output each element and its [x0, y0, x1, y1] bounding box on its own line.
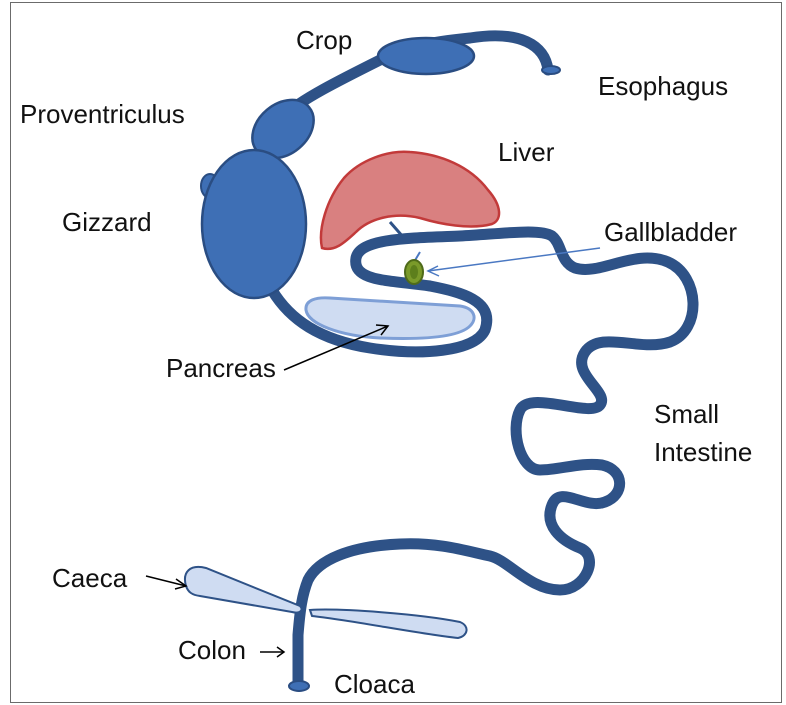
crop-organ — [378, 38, 474, 74]
label-caeca: Caeca — [52, 562, 127, 594]
esophagus-end — [542, 66, 560, 74]
label-intestine: Intestine — [654, 436, 752, 468]
label-esophagus: Esophagus — [598, 70, 728, 102]
label-gallbladder: Gallbladder — [604, 216, 737, 248]
label-small: Small — [654, 398, 719, 430]
cloaca-end — [289, 681, 309, 691]
gallbladder-highlight — [410, 265, 418, 279]
label-proventriculus: Proventriculus — [20, 98, 185, 130]
label-liver: Liver — [498, 136, 554, 168]
gizzard-organ — [202, 150, 306, 298]
label-cloaca: Cloaca — [334, 668, 415, 700]
label-gizzard: Gizzard — [62, 206, 152, 238]
label-pancreas: Pancreas — [166, 352, 276, 384]
caeca-left — [185, 567, 302, 613]
caeca-right — [310, 610, 467, 638]
label-crop: Crop — [296, 24, 352, 56]
label-colon: Colon — [178, 634, 246, 666]
